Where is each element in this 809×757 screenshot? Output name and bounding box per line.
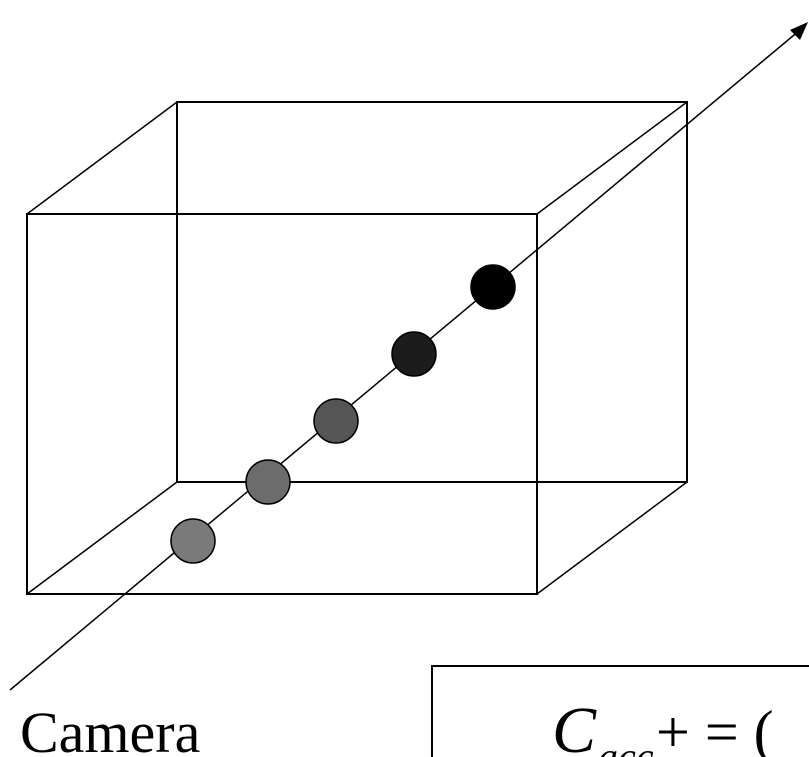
- formula-symbol: C: [552, 694, 597, 757]
- sample-point: [313, 398, 359, 444]
- ray-arrowhead-icon: [790, 22, 808, 40]
- box-edge-top-left: [26, 101, 178, 215]
- volume-box-edges: [26, 101, 688, 595]
- sample-point: [470, 264, 516, 310]
- formula-operator: + = (: [656, 699, 774, 757]
- sample-point: [391, 331, 437, 377]
- formula-frame: [431, 665, 809, 757]
- formula-subscript: acc: [598, 734, 654, 757]
- volume-front-face: [26, 213, 538, 595]
- sample-points: [170, 264, 516, 564]
- sample-point: [245, 459, 291, 505]
- box-edge-top-right: [536, 101, 688, 215]
- box-edge-bottom-right: [536, 481, 688, 595]
- box-edge-bottom-left: [26, 481, 178, 595]
- camera-label: Camera: [20, 700, 200, 757]
- sample-point: [170, 518, 216, 564]
- volume-back-face: [176, 101, 688, 483]
- formula-box: C acc + = (: [431, 665, 809, 757]
- volume-box: [26, 101, 688, 595]
